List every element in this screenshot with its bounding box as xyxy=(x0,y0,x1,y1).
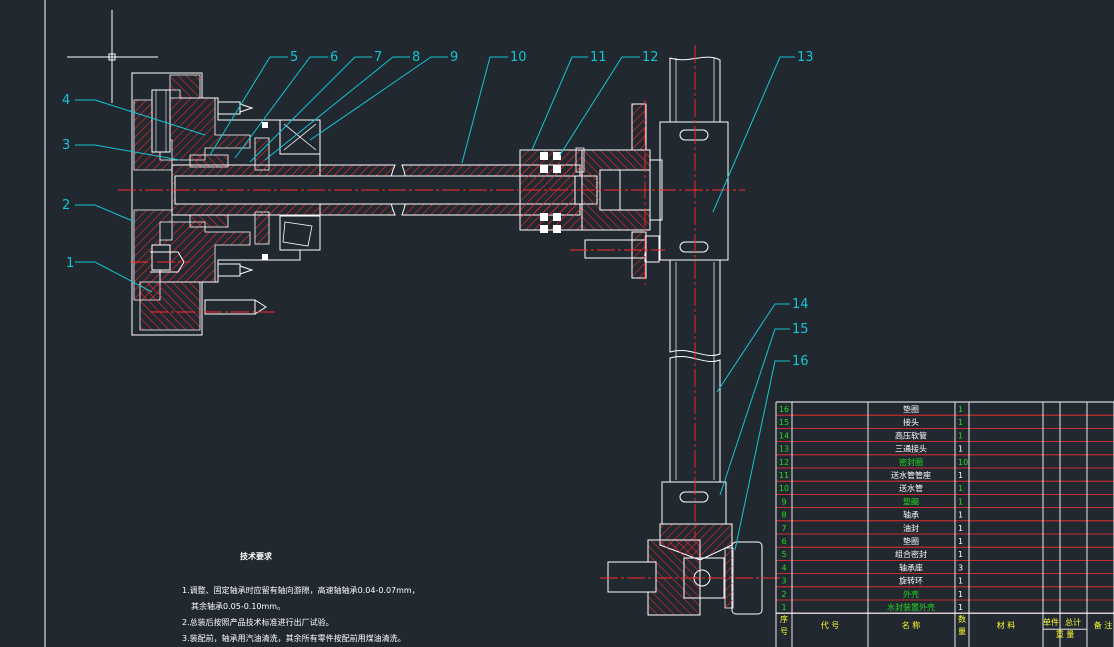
part-label-13: 13 xyxy=(797,50,814,65)
bom-row-name-14: 高压软管 xyxy=(895,430,927,440)
bom-header-no-1: 序 xyxy=(780,614,788,624)
bom-row-name-5: 组合密封 xyxy=(895,549,927,559)
bom-row-qty-14: 1 xyxy=(958,431,963,440)
high-pressure-hose xyxy=(669,260,721,483)
bom-row-qty-2: 1 xyxy=(958,590,963,599)
bom-header-unit: 单件 xyxy=(1043,617,1059,627)
bom-row-no-16: 16 xyxy=(779,405,789,414)
bom-row-qty-16: 1 xyxy=(958,405,963,414)
bom-row-qty-9: 1 xyxy=(958,497,963,506)
bom-row-no-1: 1 xyxy=(781,603,786,612)
bom-row-no-15: 15 xyxy=(779,418,789,427)
bom-header-total: 总计 xyxy=(1065,617,1081,627)
part-label-1: 1 xyxy=(66,256,74,271)
bom-row-no-4: 4 xyxy=(781,563,786,572)
part-label-8: 8 xyxy=(412,50,420,65)
part-label-2: 2 xyxy=(62,198,70,213)
bom-row-name-12: 密封圈 xyxy=(899,457,923,467)
bom-row-qty-1: 1 xyxy=(958,603,963,612)
bom-row-qty-4: 3 xyxy=(958,563,963,572)
bom-row-qty-6: 1 xyxy=(958,537,963,546)
bom-row-qty-5: 1 xyxy=(958,550,963,559)
tech-requirement-line-2: 其余轴承0.05-0.10mm。 xyxy=(191,602,286,611)
bom-row-no-10: 10 xyxy=(779,484,789,493)
part-label-3: 3 xyxy=(62,138,70,153)
bom-row-name-1: 水封装置外壳 xyxy=(887,602,935,612)
bom-row-no-13: 13 xyxy=(779,445,789,454)
bom-row-no-7: 7 xyxy=(781,524,786,533)
bom-header-name: 名 称 xyxy=(902,620,921,630)
bom-row-name-10: 送水管 xyxy=(899,483,923,493)
bom-row-no-11: 11 xyxy=(779,471,789,480)
part-label-10: 10 xyxy=(510,50,527,65)
bom-row-no-5: 5 xyxy=(781,550,786,559)
tech-requirement-line-4: 3.装配前，轴承用汽油清洗，其余所有零件按配前用煤油清洗。 xyxy=(182,634,406,643)
bom-row-qty-7: 1 xyxy=(958,524,963,533)
bom-header-weight: 重 量 xyxy=(1056,629,1075,639)
bom-row-no-3: 3 xyxy=(781,577,786,586)
bom-row-name-3: 旋转环 xyxy=(899,576,923,586)
bom-row-name-11: 送水管管座 xyxy=(891,470,931,480)
bom-row-qty-15: 1 xyxy=(958,418,963,427)
part-label-6: 6 xyxy=(330,50,338,65)
bom-row-name-7: 油封 xyxy=(903,523,919,533)
bom-row-name-2: 外壳 xyxy=(903,589,919,599)
part-label-15: 15 xyxy=(792,322,809,337)
bom-row-qty-3: 1 xyxy=(958,577,963,586)
part-label-4: 4 xyxy=(62,93,70,108)
leader-lines xyxy=(75,56,795,551)
bom-row-qty-8: 1 xyxy=(958,511,963,520)
bom-row-no-2: 2 xyxy=(781,590,786,599)
bom-row-name-6: 垫圈 xyxy=(903,536,919,546)
part-label-14: 14 xyxy=(792,297,809,312)
bom-row-qty-10: 1 xyxy=(958,484,963,493)
crosshair-cursor xyxy=(67,10,158,103)
part-label-16: 16 xyxy=(792,354,809,369)
part-label-12: 12 xyxy=(642,50,659,65)
part-label-7: 7 xyxy=(374,50,382,65)
bom-row-qty-12: 10 xyxy=(958,458,968,467)
bottom-joint xyxy=(607,481,763,616)
bom-header-code: 代 号 xyxy=(821,620,840,630)
bom-header-remark: 备 注 xyxy=(1094,620,1113,630)
tech-requirement-line-3: 2.总装后按照产品技术标准进行出厂试验。 xyxy=(182,618,334,627)
part-label-9: 9 xyxy=(450,50,458,65)
part-label-5: 5 xyxy=(290,50,298,65)
bom-row-name-8: 轴承 xyxy=(903,510,919,520)
bom-row-name-15: 接头 xyxy=(903,417,919,427)
bom-row-name-13: 三通接头 xyxy=(895,444,927,454)
bom-row-qty-13: 1 xyxy=(958,445,963,454)
tee-joint xyxy=(649,56,729,261)
housing-assembly xyxy=(131,72,321,336)
tech-requirement-line-1: 1.调整、固定轴承时应留有轴向游隙，高速轴轴承0.04-0.07mm， xyxy=(182,586,420,595)
bom-header-no-2: 号 xyxy=(780,627,788,636)
bom-header-qty-1: 数 xyxy=(958,614,966,624)
center-lines xyxy=(118,45,780,579)
bom-row-no-6: 6 xyxy=(781,537,786,546)
bom-row-no-9: 9 xyxy=(781,497,786,506)
bom-row-no-12: 12 xyxy=(779,458,789,467)
bom-row-name-16: 垫圈 xyxy=(903,404,919,414)
bom-row-no-8: 8 xyxy=(781,511,786,520)
bom-header-qty-2: 量 xyxy=(958,627,966,636)
bom-row-name-9: 垫圈 xyxy=(903,496,919,506)
bom-row-no-14: 14 xyxy=(779,431,789,440)
bom-row-qty-11: 1 xyxy=(958,471,963,480)
part-label-11: 11 xyxy=(590,50,607,65)
bom-header-material: 材 料 xyxy=(997,620,1016,630)
bom-row-name-4: 轴承座 xyxy=(899,562,923,572)
tech-requirements-title: 技术要求 xyxy=(240,552,272,561)
